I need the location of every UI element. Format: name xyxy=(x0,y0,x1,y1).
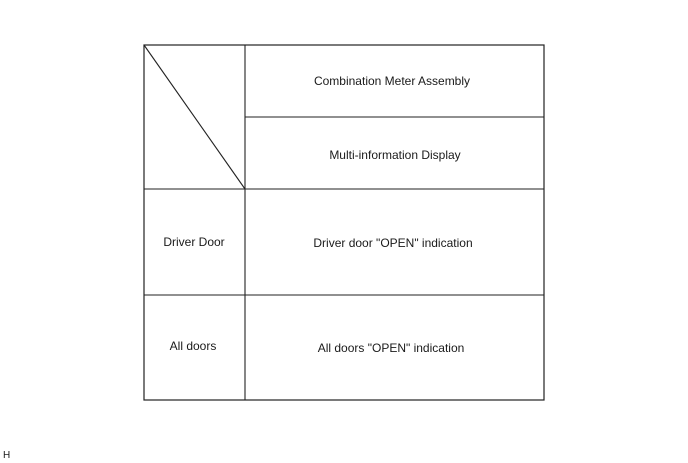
figure-code-label: H xyxy=(3,450,11,461)
table-border xyxy=(143,44,545,401)
row-label-driver-door: Driver Door xyxy=(163,235,225,249)
header-combination-meter: Combination Meter Assembly xyxy=(313,74,471,88)
row-indication-driver-door: Driver door "OPEN" indication xyxy=(313,236,473,250)
header-multi-information-display: Multi-information Display xyxy=(329,148,461,162)
row-label-all-doors: All doors xyxy=(169,339,217,353)
row-indication-all-doors: All doors "OPEN" indication xyxy=(317,341,465,355)
corner-diagonal xyxy=(143,44,246,190)
